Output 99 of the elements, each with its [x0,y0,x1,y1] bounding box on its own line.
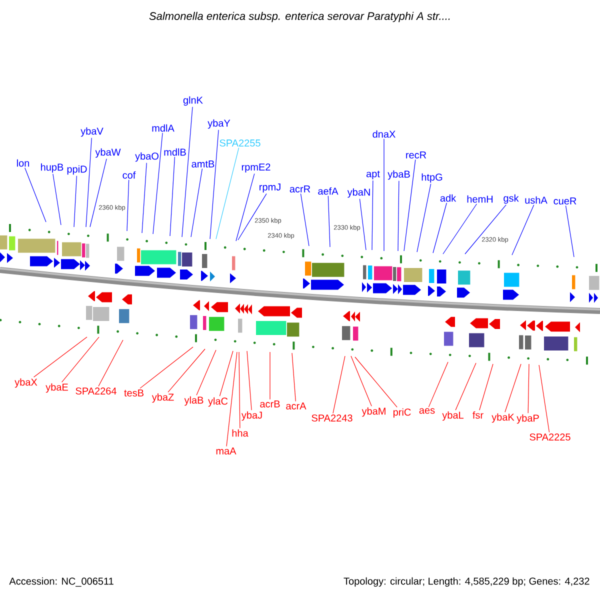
leader-line [528,364,530,414]
gene-label: lon [17,159,30,167]
leader-line [565,205,574,258]
gene-label: ybaE [46,383,68,393]
gene-label: SPA2225 [530,433,570,441]
gene-label: acrA [286,402,306,410]
leader-line [372,180,374,250]
gene-label: ybaB [388,170,410,180]
leader-line [504,364,522,412]
leader-line [464,204,506,254]
leader-line [216,147,240,240]
leader-line [359,198,366,250]
gene-label: htpG [422,173,442,183]
gene-label: amtB [192,160,214,168]
leader-line [238,352,240,428]
gene-label: mdlA [152,124,174,132]
gene-label: aes [419,408,435,414]
accession-text: Accession: NC_006511 [9,577,114,587]
leader-line [432,202,447,254]
gene-label: dnaX [372,130,396,138]
leader-line [196,350,216,396]
leader-line [328,196,330,248]
gene-label: apt [366,170,380,180]
gene-label: ybaV [80,127,104,137]
gene-label: hha [232,429,248,437]
leader-line [300,193,310,246]
gene-label: acrR [290,186,310,192]
leader-line [140,346,194,389]
gene-label: tesB [124,390,144,396]
leader-line [455,362,476,410]
gene-label: ybaP [516,414,539,424]
leader-line [236,173,255,242]
leader-line [126,180,130,232]
gene-label: ppiD [67,165,87,175]
gene-label: ybaN [347,188,370,198]
gene-label: ylaC [208,397,228,407]
leader-line [190,168,203,238]
leader-line [354,356,398,408]
gene-label: ybaO [135,152,158,162]
gene-label: ybaK [492,413,514,423]
gene-label: ybaL [442,411,464,421]
leader-line [90,158,107,228]
leader-line [52,174,62,226]
leader-line [428,362,448,408]
leader-line [62,336,100,382]
gene-label: maA [216,448,236,454]
leader-line [512,204,534,256]
gene-label: aefA [318,187,338,195]
gene-label: recR [406,152,426,158]
gene-label: cueR [554,198,576,204]
gene-label: SPA2243 [312,414,352,422]
gene-label: ybaJ [241,411,262,421]
gene-label: hemH [467,195,493,203]
gene-label: glnK [183,96,203,106]
title: Salmonella enterica subsp. enterica serovar Paratyphi A str.... [149,12,450,22]
gene-label: ybaW [95,148,121,158]
gene-label: adk [440,194,456,202]
gene-label: ushA [525,196,548,204]
gene-label: SPA2255 [220,139,260,147]
leader-line [142,162,147,234]
gene-label: gsk [504,194,519,204]
leader-line [182,106,193,238]
leader-line [33,336,88,378]
leader-line [246,350,252,410]
gene-label: hupB [41,163,64,173]
leader-line [238,193,267,240]
gene-label: cof [122,171,136,179]
gene-label: rpmE2 [242,163,270,173]
leader-line [416,184,432,252]
gene-label: SPA2264 [76,387,116,395]
gene-label: ylaB [184,396,204,406]
leader-line [98,340,124,387]
leader-line [74,176,77,228]
leader-line [350,356,372,406]
leader-line [442,204,478,254]
leader-line [170,156,176,236]
gene-label: ybaX [14,378,38,388]
leader-line [404,159,416,252]
gene-label: ybaM [362,407,386,417]
gene-label: ybaZ [152,393,174,403]
gene-label: acrB [260,400,280,408]
leader-line [226,352,238,447]
gene-label: fsr [472,411,484,419]
gene-label: rpmJ [260,184,280,192]
gene-label: mdlB [164,148,186,156]
leader-line [24,168,46,222]
leader-line [479,364,494,410]
leader-line [168,348,206,392]
leader-line [152,132,163,234]
gene-label: priC [393,408,411,418]
gene-label: ybaY [208,119,230,129]
leader-line [210,130,219,240]
leader-line [292,352,296,402]
topology-text: Topology: circular; Length: 4,585,229 bp; Genes: 4,232 [344,577,590,587]
leader-line [332,356,346,414]
leader-line [398,180,400,252]
leader-line [538,364,550,433]
leader-line [86,138,92,228]
leader-line [219,350,234,396]
